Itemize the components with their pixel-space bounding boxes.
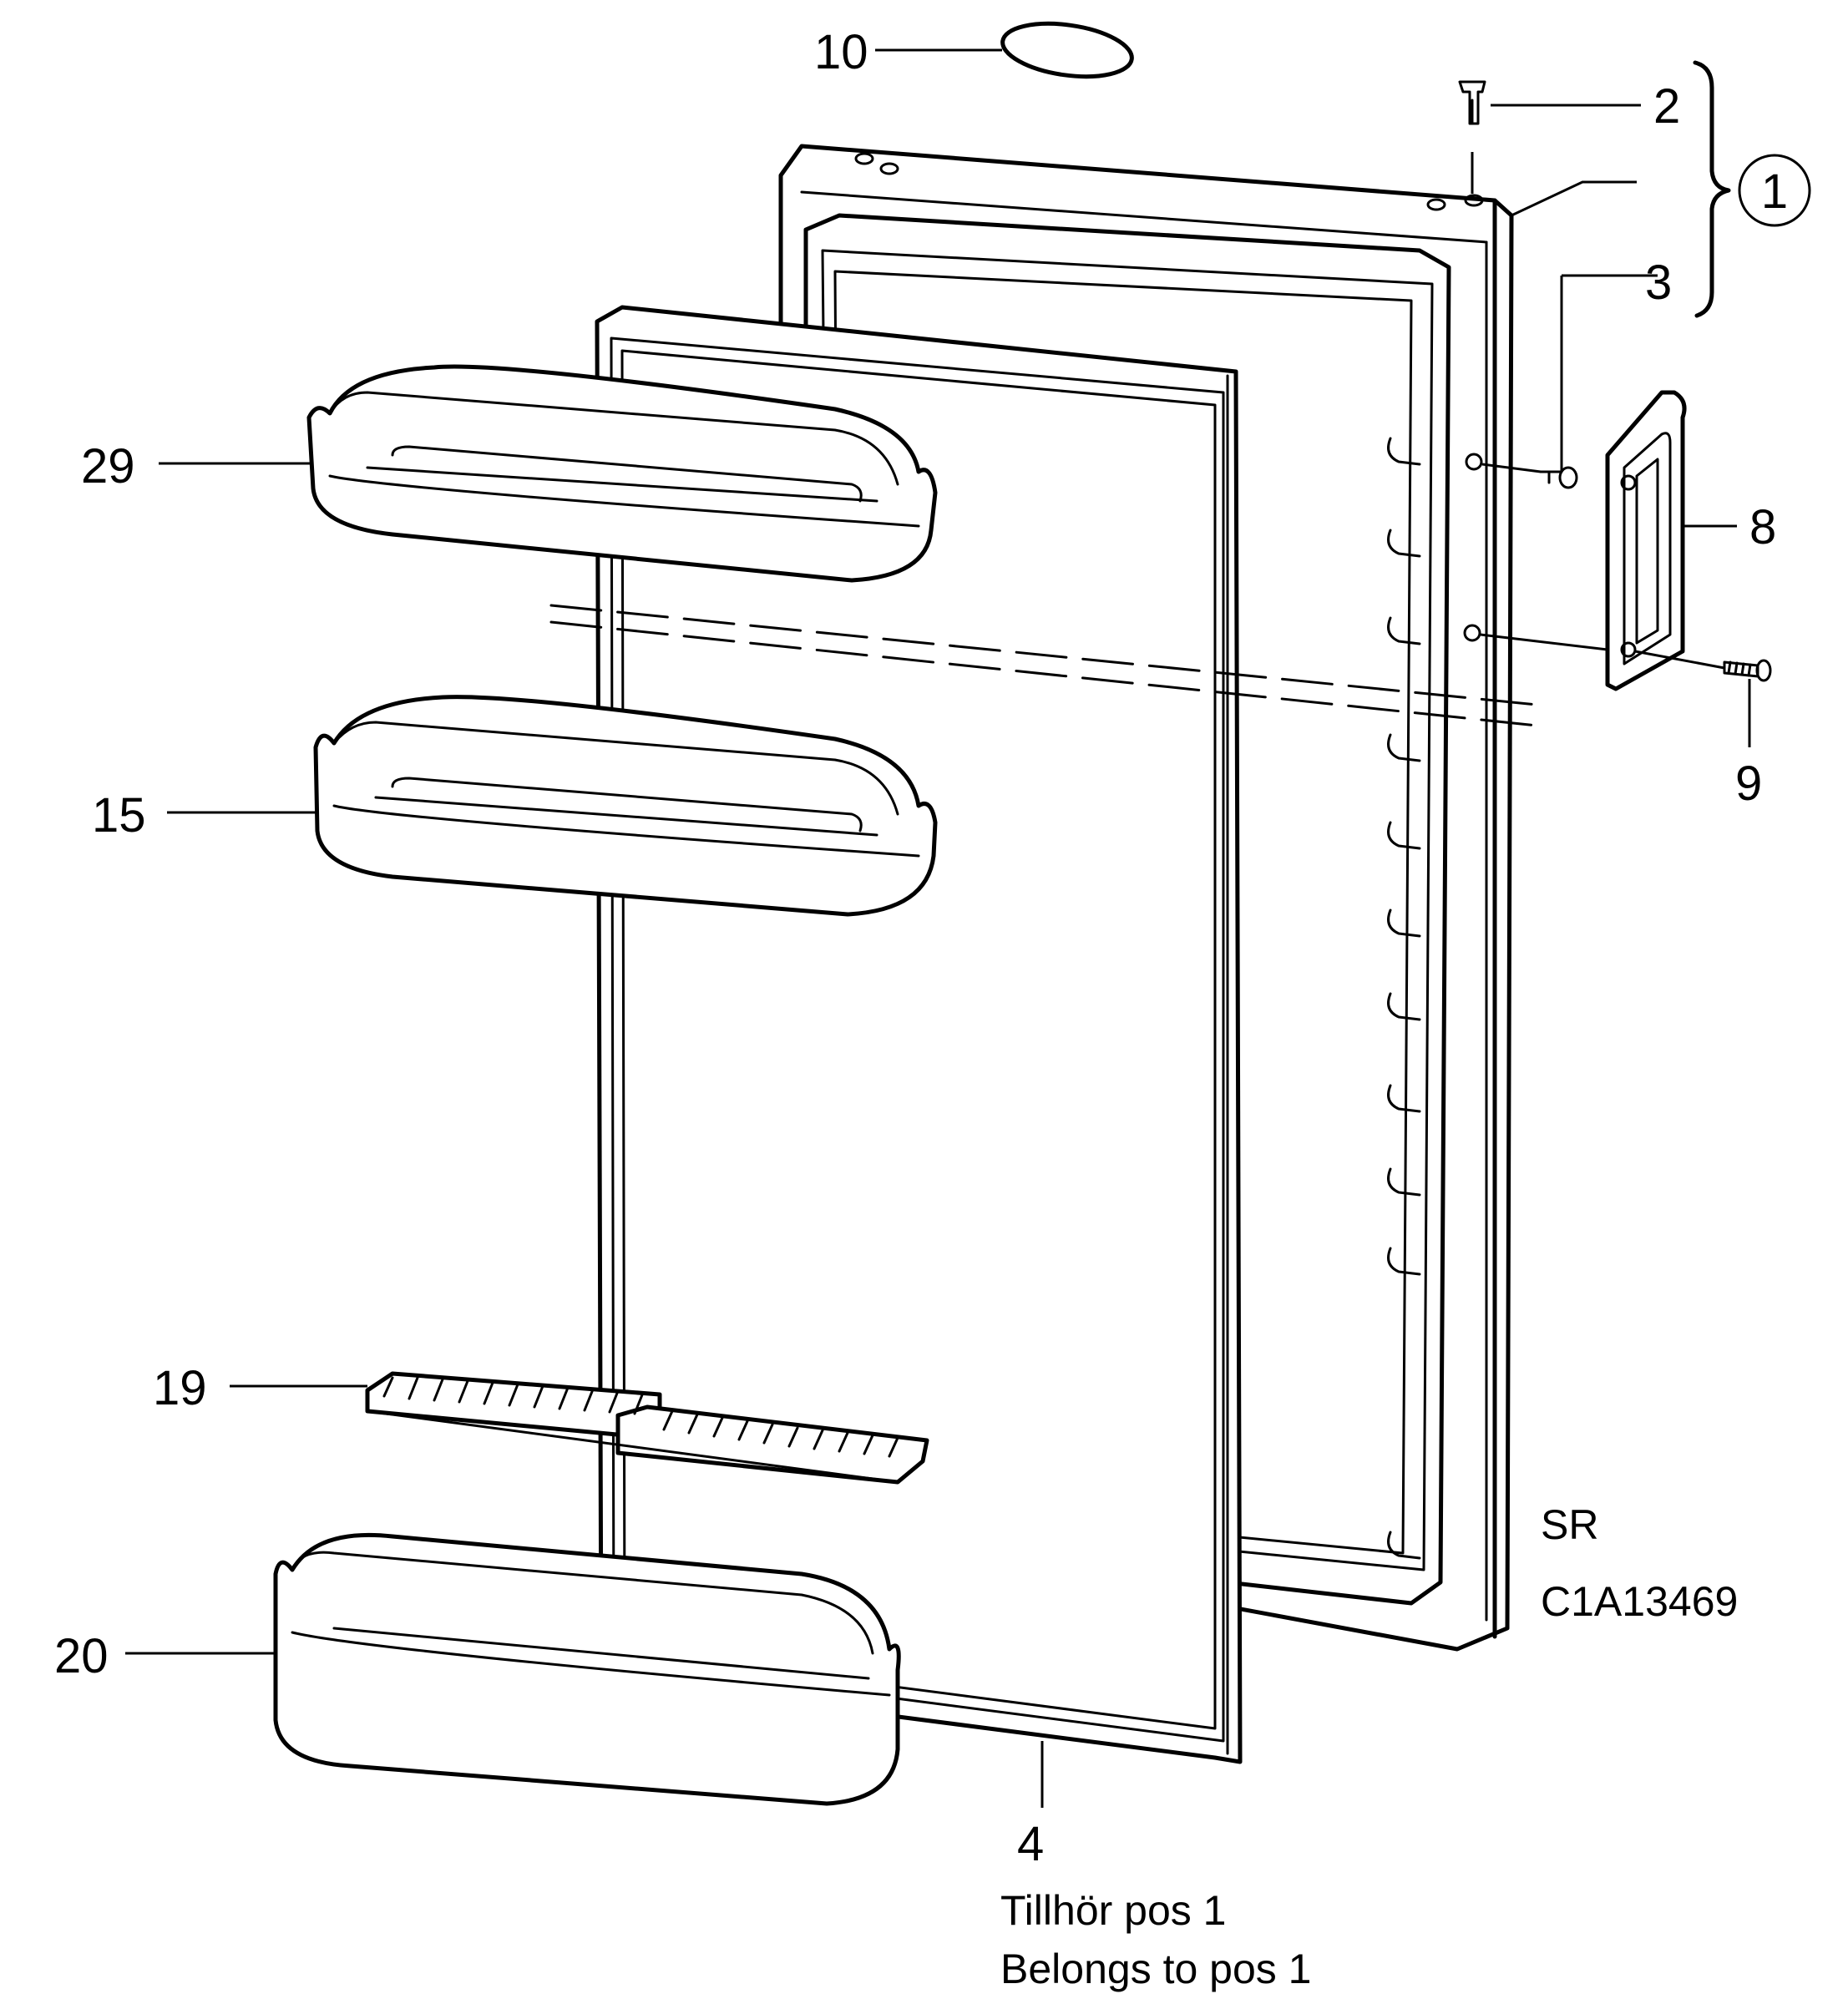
door-bin-20 [273,1532,901,1806]
callout-10: 10 [814,25,868,79]
callout-4: 4 [1017,1817,1044,1871]
assembly-number-circle [1738,154,1811,227]
assembly-brace [1693,60,1731,318]
callout-3: 3 [1645,256,1672,310]
shelf-support-hooks [1387,437,1421,1560]
callout-2: 2 [1653,79,1680,134]
callout-15: 15 [92,788,146,843]
cap-part-10 [1000,21,1134,79]
screw-part-9 [1723,659,1772,682]
note-english: Belongs to pos 1 [1000,1946,1312,1992]
assembly-dashed-lines [549,604,1547,728]
note-swedish: Tillhör pos 1 [1000,1887,1226,1934]
screw-part-3 [1539,466,1578,489]
leader-lines [125,48,1751,1808]
callout-9: 9 [1735,757,1762,811]
model-code: SR [1541,1501,1598,1548]
callout-19: 19 [153,1361,207,1415]
door-gasket [595,305,1243,1764]
door-bin-15 [313,695,938,917]
callout-20: 20 [54,1629,109,1683]
door-handle-part-8 [1605,390,1687,691]
drawing-id: C1A13469 [1541,1578,1738,1625]
callout-8: 8 [1749,500,1776,554]
pin-part-2 [1458,80,1486,125]
door-bin-29 [306,364,938,583]
callout-1: 1 [1761,164,1788,219]
callout-29: 29 [81,439,135,493]
door-grate-shelf-19 [365,1371,929,1485]
